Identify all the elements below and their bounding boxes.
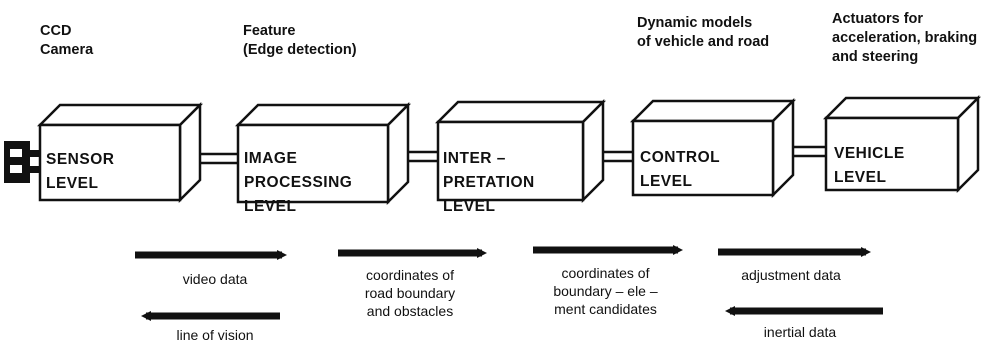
image-processing-level-label: IMAGE PROCESSING LEVEL bbox=[244, 150, 353, 215]
adjustment-data-label: adjustment data bbox=[741, 267, 841, 283]
camera-icon bbox=[4, 141, 42, 183]
sensor-level-label: SENSOR LEVEL bbox=[46, 151, 115, 192]
box-control-level bbox=[629, 97, 797, 199]
box-vehicle-level bbox=[822, 94, 982, 194]
feature-label: Feature (Edge detection) bbox=[243, 23, 357, 58]
inertial-data-label: inertial data bbox=[763, 324, 837, 340]
connector-sensor-image bbox=[193, 152, 243, 165]
box-image-processing-level bbox=[234, 101, 412, 206]
box-interpretation-level bbox=[434, 98, 607, 204]
line-of-vision-label: line of vision bbox=[176, 327, 254, 343]
actuators-label: Actuators for acceleration, braking and … bbox=[832, 11, 978, 65]
road-coordinates-label: coordinates of road boundary and obstacl… bbox=[364, 267, 456, 319]
control-level-label: CONTROL LEVEL bbox=[640, 149, 721, 190]
box-sensor-level bbox=[36, 101, 204, 204]
camera-label: CCD Camera bbox=[40, 23, 94, 58]
boundary-coordinates-label: coordinates of boundary – ele – ment can… bbox=[553, 265, 658, 317]
models-label: Dynamic models of vehicle and road bbox=[637, 15, 770, 50]
video-data-label: video data bbox=[182, 271, 248, 287]
vehicle-level-label: VEHICLE LEVEL bbox=[834, 145, 905, 186]
interpretation-level-label: INTER – PRETATION LEVEL bbox=[443, 150, 535, 215]
